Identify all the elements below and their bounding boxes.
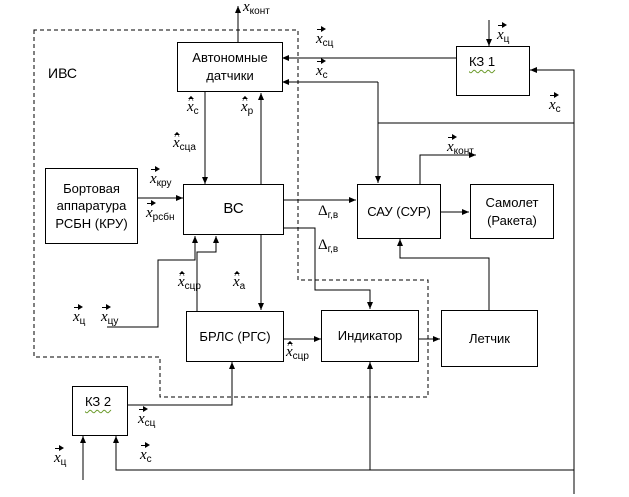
label-xh-scr-b-sub: сцр — [292, 351, 309, 362]
label-x-c-top-sub: с — [322, 70, 328, 81]
label-x-sc-top-symbol: x — [316, 26, 326, 47]
label-x-kont-top-sub: конт — [249, 6, 270, 17]
label-x-kont-sau-sub: конт — [453, 146, 474, 157]
hat-icon: ^ — [188, 94, 194, 106]
hat-icon: ^ — [287, 339, 293, 351]
label-x-kru: xкру — [150, 166, 172, 189]
label-delta-1: Δг,в — [318, 204, 338, 221]
label-x-sc-top: xсц — [316, 26, 334, 49]
label-delta-2-symbol: Δ — [318, 237, 328, 253]
label-x-sc-top-sub: сц — [322, 38, 334, 49]
label-x-ts-bottom-symbol: x — [54, 445, 64, 466]
arrow-x-c-to-ks2 — [113, 436, 574, 471]
label-x-ts-bottom: xц — [54, 445, 67, 468]
hat-icon: ^ — [234, 269, 240, 281]
label-xh-scr-symbol: x — [178, 271, 185, 290]
line-x-c-main — [530, 67, 575, 494]
label-x-c-top: xс — [316, 58, 328, 81]
label-xh-a-sub: а — [239, 281, 246, 292]
arrow-ks2-to-brls — [128, 362, 235, 406]
label-x-sc-ks2: xсц — [138, 406, 156, 429]
label-xh-scr: x^сцр — [178, 270, 201, 292]
label-x-tsu-symbol: x — [101, 304, 111, 325]
label-x-c-bottom-symbol: x — [140, 442, 150, 463]
label-x-tsu-sub: цу — [107, 316, 119, 327]
label-xh-c: x^с — [187, 95, 199, 117]
label-x-ts-left-sub: ц — [79, 316, 86, 327]
label-x-ts-left: xц — [73, 304, 86, 327]
label-xh-scr-b-symbol: x — [286, 341, 293, 360]
label-x-ts-left-symbol: x — [73, 304, 83, 325]
block-onboard-rsbn: Бортовая аппаратура РСБН (КРУ) — [45, 168, 138, 244]
ks2-label: КЗ 2 — [85, 394, 112, 409]
label-x-c-bottom: xс — [140, 442, 152, 465]
label-xh-sca-sub: сца — [179, 142, 196, 153]
ks1-label: КЗ 1 — [469, 54, 496, 69]
label-xh-c-symbol: x — [187, 96, 194, 115]
label-xh-c-sub: с — [193, 106, 199, 117]
label-x-kont-top-symbol: x — [243, 0, 250, 15]
hat-icon: ^ — [179, 269, 185, 281]
label-x-kont-top: xконт — [243, 0, 270, 17]
label-delta-1-symbol: Δ — [318, 203, 328, 219]
label-delta-2: Δг,в — [318, 238, 338, 255]
label-xh-sca-symbol: x — [173, 132, 180, 151]
label-x-c-right-sub: с — [555, 104, 561, 115]
label-xh-a-symbol: x — [233, 271, 240, 290]
label-x-kont-sau: xконт — [447, 134, 474, 157]
label-x-ts-ks1-sub: ц — [503, 34, 510, 45]
block-ks2: КЗ 2 — [72, 386, 128, 436]
label-x-kru-symbol: x — [150, 166, 160, 187]
label-x-c-top-symbol: x — [316, 58, 326, 79]
label-x-rsbn: xрсбн — [146, 200, 175, 223]
block-autonomous-sensors: Автономные датчики — [177, 42, 283, 92]
arrow-x-kont-sau — [419, 152, 476, 184]
block-brls: БРЛС (РГС) — [186, 311, 284, 362]
label-x-c-right: xс — [549, 92, 561, 115]
label-delta-2-sub: г,в — [327, 244, 339, 255]
block-sau: САУ (СУР) — [357, 184, 441, 239]
hat-icon: ^ — [174, 130, 180, 142]
label-xh-p-sub: р — [247, 106, 254, 117]
arrow-pilot-to-sau — [397, 239, 490, 310]
label-x-c-bottom-sub: с — [146, 454, 152, 465]
label-xh-scr-b: x^сцр — [286, 340, 309, 362]
label-x-sc-ks2-symbol: x — [138, 406, 148, 427]
label-xh-p: x^р — [241, 95, 254, 117]
label-xh-sca: x^сца — [173, 131, 196, 153]
label-delta-1-sub: г,в — [327, 210, 339, 221]
label-x-ts-ks1: xц — [497, 22, 510, 45]
arrow-vs-to-indicator — [284, 227, 373, 309]
arrow-brls-to-vs — [196, 236, 219, 311]
label-xh-scr-sub: сцр — [184, 281, 201, 292]
block-vs: ВС — [183, 184, 284, 235]
label-xh-p-symbol: x — [241, 96, 248, 115]
label-x-kru-sub: кру — [156, 178, 172, 189]
block-indicator: Индикатор — [321, 310, 419, 362]
region-label-ivs: ИВС — [48, 65, 78, 81]
label-x-kont-sau-symbol: x — [447, 134, 457, 155]
label-xh-a: x^а — [233, 270, 246, 292]
label-x-ts-ks1-symbol: x — [497, 22, 507, 43]
block-aircraft: Самолет (Ракета) — [470, 184, 554, 239]
label-x-tsu: xцу — [101, 304, 119, 327]
label-x-ts-bottom-sub: ц — [60, 457, 67, 468]
block-ks1: КЗ 1 — [456, 46, 530, 96]
label-x-rsbn-symbol: x — [146, 200, 156, 221]
label-x-rsbn-sub: рсбн — [152, 212, 175, 223]
hat-icon: ^ — [242, 94, 248, 106]
label-x-sc-ks2-sub: сц — [144, 418, 156, 429]
block-pilot: Летчик — [441, 310, 538, 367]
label-x-c-right-symbol: x — [549, 92, 559, 113]
arrow-target-designation-to-vs — [107, 236, 198, 328]
